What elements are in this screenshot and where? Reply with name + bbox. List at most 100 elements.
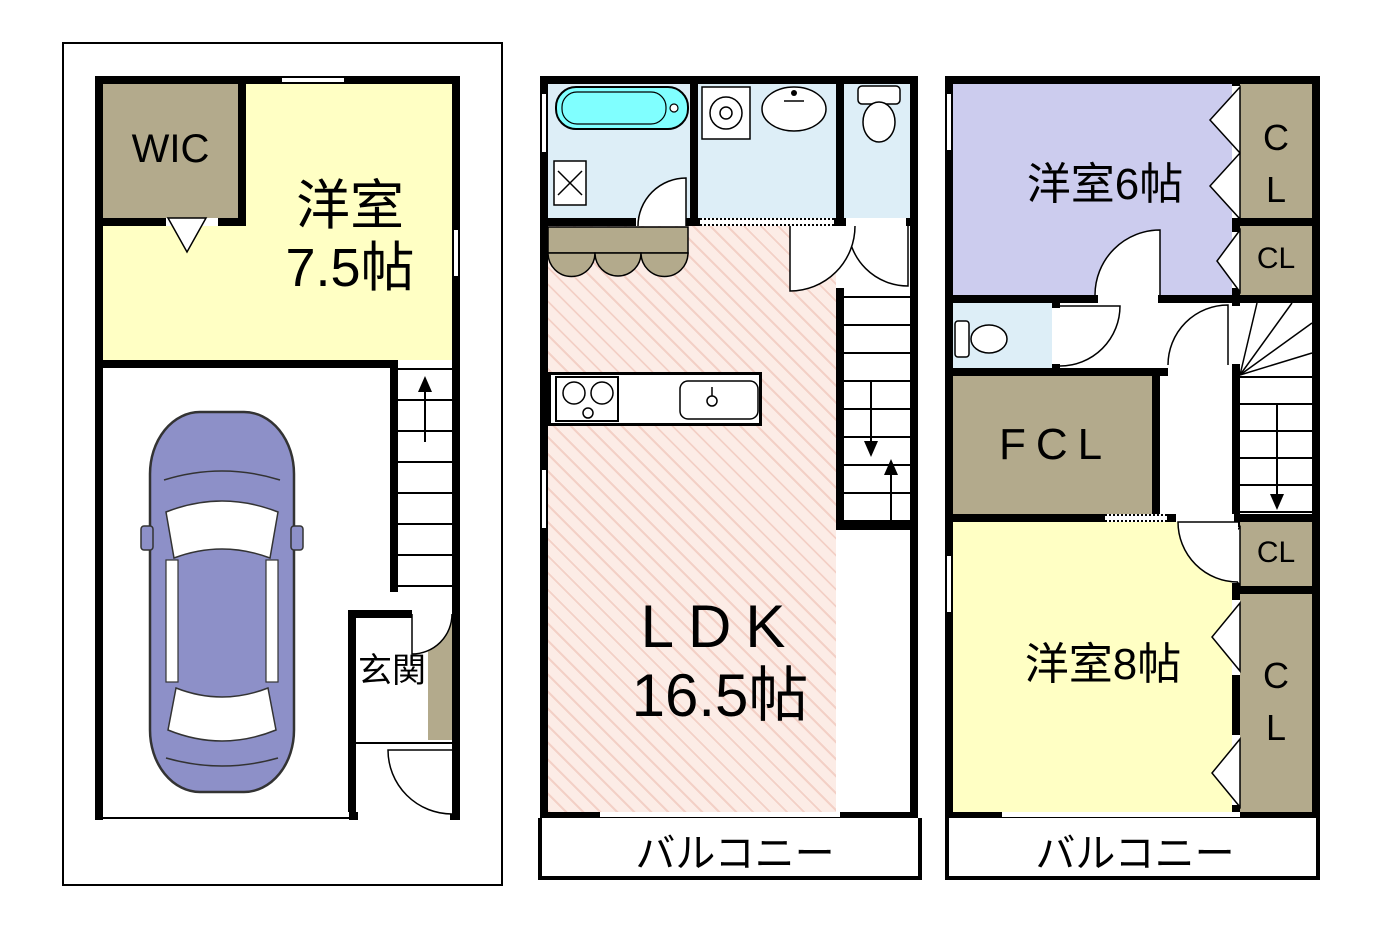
- washing-machine-icon: [701, 86, 751, 140]
- toilet-door-arc: [1059, 305, 1121, 367]
- wall: [1232, 303, 1240, 522]
- room75-label-line2: 7.5帖: [285, 238, 415, 299]
- window: [945, 556, 953, 612]
- door-opening: [1176, 514, 1234, 522]
- closet-top-label: C L: [1240, 112, 1312, 216]
- stairs-down-arrow: [864, 381, 878, 457]
- wall: [540, 76, 548, 820]
- wic-door-swing: [166, 217, 208, 254]
- wall: [1232, 586, 1320, 594]
- closet-top: [1240, 84, 1312, 218]
- wall: [452, 76, 460, 820]
- door-opening: [1052, 308, 1060, 364]
- balcony-2f-label: バルコニー: [595, 831, 875, 877]
- toilet-icon: [857, 85, 901, 143]
- wall: [1232, 514, 1320, 522]
- room-fcl: [953, 376, 1152, 514]
- closet-upper-label: CL: [1240, 242, 1312, 277]
- wall: [836, 522, 918, 530]
- room8-label: 洋室8帖: [978, 640, 1228, 691]
- entrance-door-arc: [387, 749, 453, 815]
- toilet-icon: [954, 320, 1008, 358]
- stairs-up-arrow: [884, 459, 898, 530]
- wall: [945, 76, 1320, 84]
- closet-top-label-line2: L: [1265, 169, 1287, 211]
- balcony-2f: [538, 818, 922, 880]
- stairs-opening: [398, 360, 452, 368]
- balcony-3f-label: バルコニー: [995, 831, 1275, 877]
- closet-upper: [1240, 226, 1312, 295]
- stairs-up-arrow: [418, 376, 432, 442]
- room75-label-line1: 洋室: [296, 176, 404, 236]
- wall: [348, 610, 356, 820]
- wall: [540, 76, 918, 84]
- wall: [1152, 368, 1160, 514]
- genkan-label: 玄関: [352, 652, 432, 691]
- kitchen-hanging-cabinet: [547, 226, 689, 278]
- winder-steps: [1239, 302, 1313, 376]
- porch-step-line: [356, 742, 452, 744]
- room-western-8: [953, 522, 1232, 812]
- closet-bottom: [1240, 594, 1312, 812]
- wall: [95, 360, 460, 368]
- wall: [238, 76, 246, 226]
- door-opening: [1232, 306, 1240, 364]
- window: [540, 94, 548, 152]
- closet-mid: [1240, 522, 1312, 586]
- room6-label-text: 洋室6帖: [1026, 160, 1184, 209]
- floor2-fixtures: [547, 85, 909, 530]
- room8-door-arc: [1177, 521, 1239, 583]
- window-dotted: [1105, 514, 1167, 522]
- room8-label-text: 洋室8帖: [1024, 640, 1182, 689]
- window: [945, 94, 953, 150]
- room6-door-arc: [1094, 229, 1161, 296]
- genkan-label-text: 玄関: [358, 652, 426, 690]
- wall: [690, 76, 698, 226]
- stove-icon: [555, 376, 619, 422]
- folding-door-zigzag: [1208, 85, 1242, 221]
- wic-label-text: WIC: [131, 127, 210, 171]
- wall: [1232, 218, 1320, 226]
- window: [452, 230, 460, 276]
- closet-mid-label: CL: [1240, 536, 1312, 571]
- shower-fixture-icon: [553, 160, 587, 206]
- wall: [836, 76, 844, 226]
- wall: [95, 76, 103, 820]
- closet-mid-label-text: CL: [1256, 536, 1296, 569]
- wall: [945, 368, 1168, 376]
- wall: [1312, 76, 1320, 820]
- sliding-door: [700, 218, 834, 226]
- room75-label: 洋室 7.5帖: [240, 175, 460, 299]
- closet-upper-label-text: CL: [1256, 242, 1296, 275]
- wall: [95, 76, 460, 84]
- stairs-2f: [844, 296, 910, 522]
- hall-door-arc: [789, 225, 856, 292]
- balcony-2f-label-text: バルコニー: [635, 832, 835, 876]
- wall: [836, 288, 844, 530]
- window: [540, 470, 548, 528]
- fcl-label: FCL: [958, 420, 1153, 471]
- room6-label: 洋室6帖: [980, 160, 1230, 211]
- kitchen-sink-icon: [679, 380, 759, 420]
- room-ldk: [548, 226, 836, 812]
- entrance-opening: [358, 812, 450, 820]
- room-western-7-5: [246, 84, 452, 360]
- stairs-down-arrow: [1270, 405, 1284, 510]
- bathtub-icon: [555, 86, 689, 130]
- garage-opening: [103, 812, 349, 820]
- closet-top-label-line1: C: [1263, 117, 1289, 158]
- wall: [348, 610, 412, 618]
- closet-bottom-label-line2: L: [1265, 707, 1287, 749]
- floor3-fixtures: [954, 85, 1313, 810]
- closet-bottom-label-line1: C: [1263, 655, 1289, 696]
- ldk-label: LDK 16.5帖: [565, 592, 875, 730]
- balcony-opening: [600, 812, 840, 820]
- car-icon: [140, 410, 304, 794]
- wall: [910, 76, 918, 820]
- wall: [390, 360, 398, 592]
- closet-bottom-label: C L: [1240, 650, 1312, 754]
- folding-door-zigzag: [1211, 736, 1241, 810]
- sink-icon: [761, 86, 827, 132]
- floor1-fixtures: [140, 217, 453, 815]
